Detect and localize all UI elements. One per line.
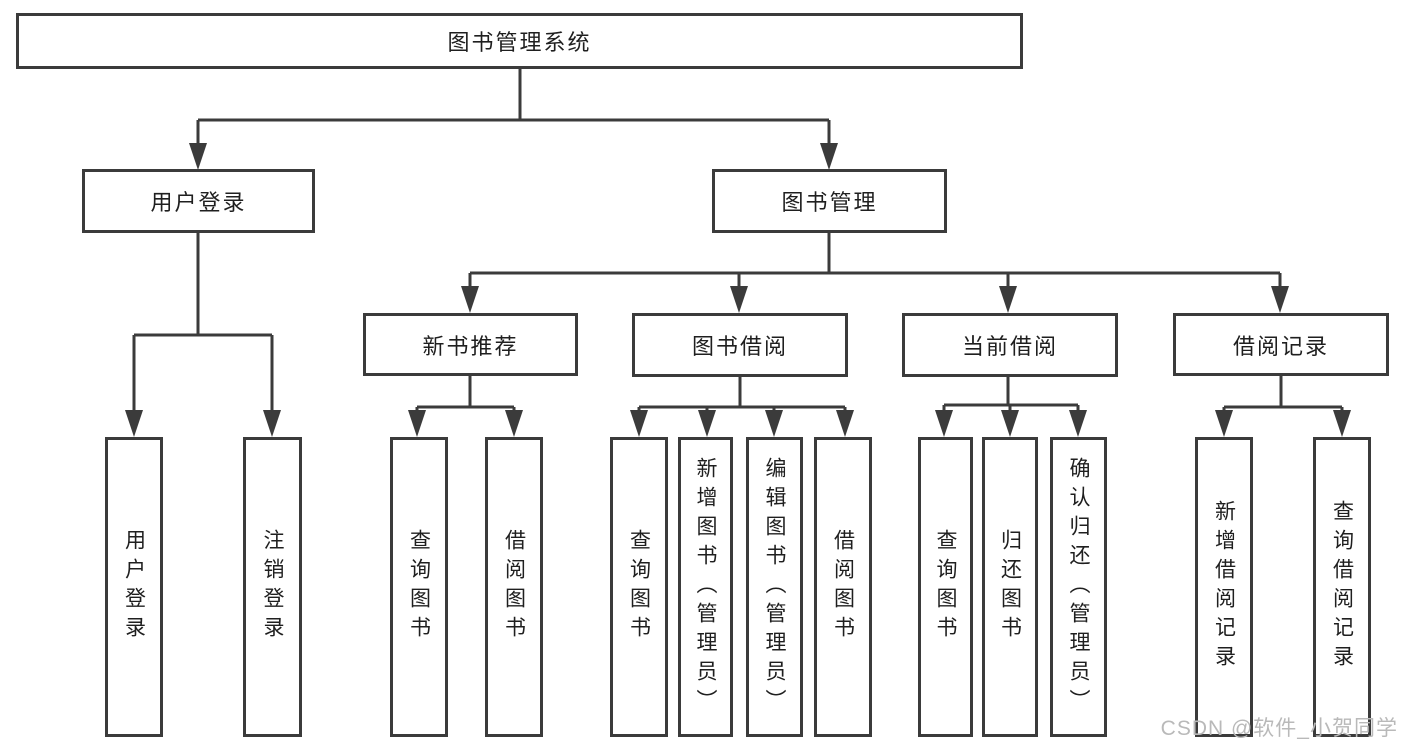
- node-leaf-return-books: 归还图书: [982, 437, 1038, 737]
- node-leaf-add-borrow-record-label: 新增借阅记录: [1212, 500, 1236, 674]
- node-leaf-query-books-recommend-label: 查询图书: [407, 529, 431, 645]
- node-leaf-borrow-books-recommend: 借阅图书: [485, 437, 543, 737]
- node-current-borrow-label: 当前借阅: [961, 334, 1058, 359]
- node-leaf-edit-books-admin-label: 编辑图书（管理员）: [763, 456, 786, 718]
- node-leaf-query-books-recommend: 查询图书: [390, 437, 448, 737]
- node-leaf-logout-label: 注销登录: [261, 529, 284, 645]
- connector-root-to-level2: [189, 69, 838, 170]
- connector-book-borrow-to-leaves: [630, 377, 854, 437]
- node-leaf-borrow-books: 借阅图书: [814, 437, 872, 737]
- node-book-management-label: 图书管理: [781, 190, 878, 215]
- node-leaf-return-books-label: 归还图书: [998, 529, 1022, 645]
- node-leaf-query-books-borrow: 查询图书: [610, 437, 668, 737]
- connector-borrow-records-to-leaves: [1215, 376, 1351, 437]
- connector-current-borrow-to-leaves: [935, 377, 1087, 437]
- node-leaf-confirm-return-admin-label: 确认归还（管理员）: [1067, 456, 1090, 718]
- connector-user-login-to-leaves: [125, 233, 281, 437]
- node-leaf-confirm-return-admin: 确认归还（管理员）: [1050, 437, 1107, 737]
- node-leaf-add-borrow-record: 新增借阅记录: [1195, 437, 1253, 737]
- node-leaf-edit-books-admin: 编辑图书（管理员）: [746, 437, 803, 737]
- node-borrow-records: 借阅记录: [1173, 313, 1389, 376]
- node-leaf-add-books-admin: 新增图书（管理员）: [678, 437, 733, 737]
- node-book-management: 图书管理: [712, 169, 947, 233]
- node-leaf-query-books-current-label: 查询图书: [934, 529, 957, 645]
- node-current-borrow: 当前借阅: [902, 313, 1118, 377]
- node-leaf-borrow-books-label: 借阅图书: [831, 529, 855, 645]
- node-leaf-query-books-current: 查询图书: [918, 437, 973, 737]
- node-leaf-user-login: 用户登录: [105, 437, 163, 737]
- node-book-borrow-label: 图书借阅: [691, 334, 788, 359]
- node-leaf-add-books-admin-label: 新增图书（管理员）: [694, 456, 717, 718]
- connector-new-book-recommend-to-leaves: [408, 376, 523, 437]
- node-leaf-logout: 注销登录: [243, 437, 302, 737]
- node-leaf-query-borrow-record: 查询借阅记录: [1313, 437, 1371, 737]
- node-leaf-query-borrow-record-label: 查询借阅记录: [1330, 500, 1354, 674]
- node-book-borrow: 图书借阅: [632, 313, 848, 377]
- node-user-login-label: 用户登录: [150, 190, 247, 215]
- node-borrow-records-label: 借阅记录: [1232, 333, 1329, 359]
- node-new-book-recommend: 新书推荐: [363, 313, 578, 376]
- node-leaf-user-login-label: 用户登录: [122, 529, 146, 645]
- node-root: 图书管理系统: [16, 13, 1023, 69]
- node-new-book-recommend-label: 新书推荐: [422, 333, 519, 359]
- connector-book-management-to-level3: [461, 233, 1289, 313]
- node-leaf-query-books-borrow-label: 查询图书: [627, 529, 651, 645]
- watermark: CSDN @软件_小贺同学: [1160, 717, 1398, 740]
- node-leaf-borrow-books-recommend-label: 借阅图书: [502, 529, 526, 645]
- node-root-label: 图书管理系统: [447, 30, 592, 55]
- node-user-login: 用户登录: [82, 169, 315, 233]
